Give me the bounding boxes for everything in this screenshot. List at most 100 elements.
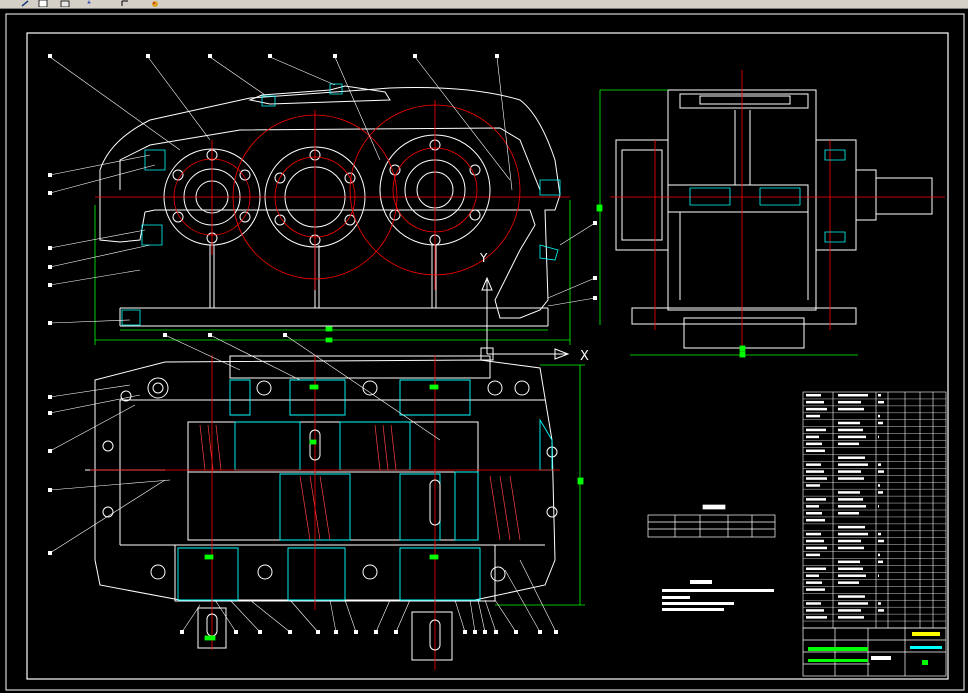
axis-y-label: Y: [479, 251, 488, 265]
parts-list-cell-text: [838, 512, 859, 515]
technical-requirements: [662, 580, 774, 611]
parts-list-cell-text: [878, 414, 880, 418]
parts-list-cell-text: [806, 609, 824, 612]
parts-list-cell-text: [806, 512, 822, 515]
cad-drawing[interactable]: Y X: [0, 9, 968, 693]
undo-icon[interactable]: [120, 0, 130, 7]
parts-list-cell-text: [838, 609, 861, 612]
parts-list-cell-text: [806, 616, 827, 619]
axis-x-label: X: [580, 349, 589, 364]
section-dimensions: [204, 364, 585, 641]
parts-list-cell-text: [838, 442, 859, 446]
drawing-border: [26, 32, 949, 680]
parts-list-cell-text: [838, 463, 868, 466]
parts-list-cell-text: [838, 407, 864, 411]
parts-list-cell-text: [806, 407, 827, 411]
parts-list-cell-text: [806, 539, 824, 543]
side-centerlines: [610, 70, 945, 355]
outer-frame: [5, 13, 965, 691]
parts-list-cell-text: [806, 394, 821, 397]
section-leaders: [49, 334, 557, 633]
section-view: [85, 355, 556, 661]
parts-list-cell-text: [878, 574, 879, 577]
parts-list-cell-text: [838, 394, 868, 397]
parts-list-cell-text: [878, 532, 881, 536]
title-block: [802, 627, 947, 677]
parts-list-cell-text: [806, 505, 819, 508]
parts-list-cell-text: [806, 602, 821, 605]
parts-list-cell-text: [878, 421, 883, 425]
parts-list-cell-text: [806, 588, 825, 591]
front-centerlines: [95, 100, 570, 290]
parts-list-cell-text: [838, 595, 865, 598]
parts-list-cell-text: [838, 546, 864, 550]
parts-list-cell-text: [878, 609, 884, 612]
parts-list-cell-text: [806, 532, 821, 536]
parts-list-cell-text: [806, 470, 824, 473]
parts-list-cell-text: [878, 602, 881, 605]
parts-list-cell-text: [838, 532, 868, 536]
section-keyways: [206, 429, 441, 651]
parts-list-cell-text: [838, 456, 865, 459]
section-leader-tags: [48, 333, 558, 634]
section-bolt-holes: [102, 377, 558, 582]
parts-list-cell-text: [806, 463, 821, 466]
parts-list-cell-text: [806, 553, 820, 557]
side-hatch: [689, 149, 846, 243]
ucs-axes: [480, 276, 570, 361]
parts-list-cell-text: [806, 477, 827, 480]
spec-table: [647, 504, 776, 538]
parts-list-cell-text: [878, 400, 884, 404]
parts-list-cell-text: [806, 442, 822, 446]
parts-list-cell-text: [838, 435, 866, 439]
parts-list-cell-text: [838, 400, 861, 404]
parts-list-cell-text: [878, 394, 881, 397]
parts-list-cell-text: [878, 539, 884, 543]
parts-list-cell-text: [878, 484, 880, 487]
parts-list-cell-text: [806, 435, 819, 439]
parts-list-cell-text: [878, 470, 884, 473]
new-file-icon[interactable]: [38, 0, 48, 7]
parts-list-cell-text: [806, 428, 826, 432]
parts-list-cell-text: [878, 435, 879, 439]
open-file-icon[interactable]: [60, 0, 70, 7]
parts-list-cell-text: [838, 574, 866, 577]
front-leader-tags: [48, 54, 597, 325]
parts-list-cell-text: [806, 546, 827, 550]
parts-list-cell-text: [806, 400, 824, 404]
favorite-icon[interactable]: [84, 0, 94, 7]
parts-list-cell-text: [838, 505, 866, 508]
side-view: [615, 89, 933, 349]
parts-list-cell-text: [806, 518, 825, 522]
parts-list-cell-text: [878, 505, 879, 508]
parts-list-cell-text: [838, 498, 863, 501]
parts-list-cell-text: [838, 525, 865, 529]
toolbar: [0, 0, 968, 9]
side-dimensions: [596, 89, 858, 358]
parts-list-cell-text: [838, 581, 859, 584]
parts-list-cell-text: [838, 428, 863, 432]
parts-list-cell-text: [806, 581, 822, 584]
paint-icon[interactable]: [150, 0, 160, 7]
parts-list-cell-text: [838, 602, 868, 605]
parts-list-cell-text: [838, 616, 864, 619]
front-leaders: [49, 56, 596, 324]
parts-list-cell-text: [838, 560, 860, 564]
section-centerlines: [90, 355, 560, 670]
parts-list-cell-text: [878, 560, 883, 564]
section-gear-teeth: [199, 424, 521, 541]
parts-list-cell-text: [838, 539, 861, 543]
front-hatch: [121, 83, 561, 326]
parts-list-cell-text: [838, 477, 864, 480]
parts-list-cell-text: [806, 574, 819, 577]
parts-list-cell-text: [806, 567, 826, 571]
pen-icon[interactable]: [20, 0, 30, 7]
parts-list-cell-text: [838, 470, 861, 473]
parts-list-cell-text: [806, 498, 826, 501]
parts-list-rows: [803, 394, 946, 622]
bolt-holes-front: [172, 139, 481, 246]
parts-list-cell-text: [806, 414, 820, 418]
parts-list-cell-text: [806, 449, 825, 453]
parts-list-cell-text: [838, 567, 863, 571]
parts-list-cell-text: [838, 491, 860, 494]
